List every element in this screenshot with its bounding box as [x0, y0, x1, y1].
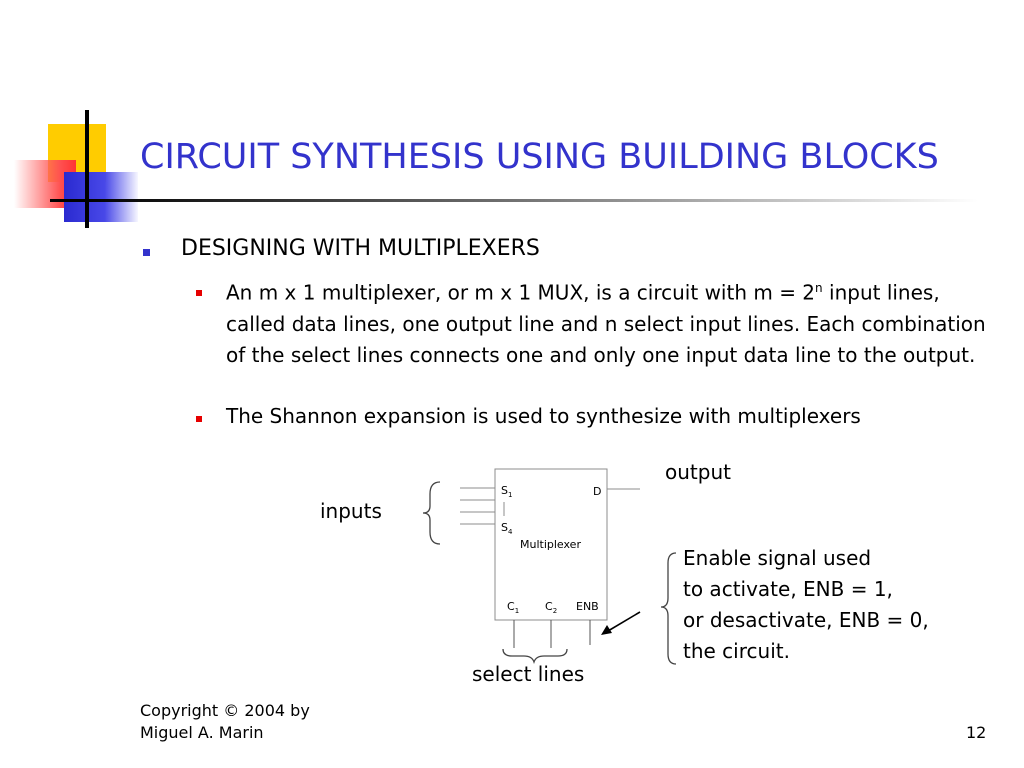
enable-arrow-icon [601, 625, 612, 635]
enable-arrow-shaft [607, 611, 641, 632]
sub-bullet-1-part1: An m x 1 multiplexer, or m x 1 MUX, is a… [226, 280, 816, 305]
enable-line-4: the circuit. [683, 639, 790, 663]
logo-blue-bar [64, 172, 138, 222]
s4-label: S4 [501, 521, 513, 537]
slide-title: CIRCUIT SYNTHESIS USING BUILDING BLOCKS [140, 137, 939, 177]
select-lines-brace [502, 648, 568, 665]
sub-bullet-1-text: An m x 1 multiplexer, or m x 1 MUX, is a… [226, 273, 986, 371]
sub-bullet-1-superscript: n [815, 281, 823, 295]
enable-line-2: to activate, ENB = 1, [683, 577, 893, 601]
multiplexer-block [494, 468, 608, 621]
enable-description: Enable signal used to activate, ENB = 1,… [683, 543, 929, 667]
enable-line-3: or desactivate, ENB = 0, [683, 608, 929, 632]
d-label: D [593, 485, 602, 498]
level2-bullet-marker [196, 290, 202, 296]
title-underline [88, 199, 978, 202]
level2-bullet-marker [196, 416, 202, 422]
select-lines-label: select lines [472, 662, 585, 686]
page-number: 12 [966, 723, 987, 742]
main-bullet-text: DESIGNING WITH MULTIPLEXERS [181, 236, 540, 261]
enable-line-1: Enable signal used [683, 546, 872, 570]
sub-bullet-1-part2: input lines, called data lines, one outp… [226, 280, 986, 367]
multiplexer-label: Multiplexer [520, 538, 581, 551]
c2-label: C2 [545, 600, 558, 616]
enb-label: ENB [576, 600, 599, 613]
output-label: output [665, 460, 731, 484]
level1-bullet-marker [143, 249, 150, 256]
s1-label: S1 [501, 484, 513, 500]
copyright-line-1: Copyright © 2004 by [140, 701, 310, 720]
input-lines [460, 487, 495, 525]
sub-bullet-2-part1: The Shannon expansion is used to synthes… [226, 404, 861, 428]
inputs-brace [422, 481, 441, 545]
c1-label: C1 [507, 600, 520, 616]
logo-vertical-line [85, 110, 89, 228]
enable-brace [660, 552, 677, 665]
select-lines [513, 620, 552, 648]
copyright-line-2: Miguel A. Marin [140, 723, 264, 742]
footer-copyright: Copyright © 2004 by Miguel A. Marin [140, 700, 310, 744]
inputs-label: inputs [320, 499, 382, 523]
sub-bullet-2-text: The Shannon expansion is used to synthes… [226, 401, 986, 432]
